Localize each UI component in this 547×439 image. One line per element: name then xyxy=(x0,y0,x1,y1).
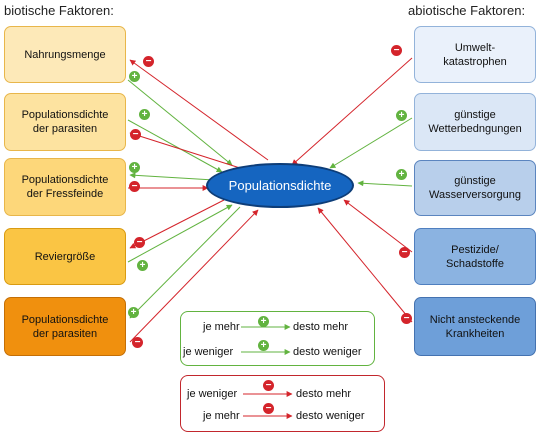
arrow-parasiten2-minus xyxy=(129,209,259,343)
minus-sign-icon: − xyxy=(143,56,154,67)
legend-neg-row1-left: je weniger xyxy=(187,388,238,400)
plus-sign-icon: + xyxy=(396,110,407,121)
arrow-parasiten1-minus xyxy=(129,131,241,169)
arrow-parasiten2-plus xyxy=(129,206,241,319)
arrow-fressfeinde-plus xyxy=(129,172,215,181)
minus-sign-icon: − xyxy=(130,129,141,140)
plus-sign-icon: + xyxy=(128,307,139,318)
legend-positive-correlation xyxy=(180,311,375,366)
minus-sign-icon: − xyxy=(263,380,274,391)
minus-sign-icon: − xyxy=(134,237,145,248)
minus-sign-icon: − xyxy=(391,45,402,56)
arrow-parasiten1-plus xyxy=(127,119,223,173)
header-abiotic: abiotische Faktoren: xyxy=(408,3,526,18)
arrow-nahrung-minus xyxy=(129,59,269,161)
plus-sign-icon: + xyxy=(139,109,150,120)
legend-pos-row1-right: desto mehr xyxy=(293,321,349,333)
factor-umweltkatastrophen: Umwelt-katastrophen xyxy=(414,26,536,83)
minus-sign-icon: − xyxy=(401,313,412,324)
plus-sign-icon: + xyxy=(137,260,148,271)
minus-sign-icon: − xyxy=(399,247,410,258)
legend-neg-row2-right: desto weniger xyxy=(296,410,365,422)
arrow-krankheiten xyxy=(317,207,413,323)
arrow-nahrung-plus xyxy=(127,79,233,166)
legend-neg-row1-right: desto mehr xyxy=(296,388,352,400)
plus-sign-icon: + xyxy=(129,162,140,173)
legend-pos-row2-right: desto weniger xyxy=(293,346,362,358)
legend-neg-row2-left: je mehr xyxy=(203,410,240,422)
arrow-katastrophen xyxy=(291,57,413,166)
plus-sign-icon: + xyxy=(258,340,269,351)
factor-pestizide-schadstoffe: Pestizide/Schadstoffe xyxy=(414,228,536,285)
plus-sign-icon: + xyxy=(258,316,269,327)
center-populationsdichte: Populationsdichte xyxy=(206,163,354,208)
legend-pos-row1-left: je mehr xyxy=(203,321,240,333)
legend-negative-correlation xyxy=(180,375,385,432)
minus-sign-icon: − xyxy=(263,403,274,414)
header-biotic: biotische Faktoren: xyxy=(4,3,114,18)
arrow-wetter xyxy=(329,117,413,169)
factor-nahrungsmenge: Nahrungsmenge xyxy=(4,26,126,83)
arrow-pestizide xyxy=(343,199,413,253)
plus-sign-icon: + xyxy=(129,71,140,82)
arrow-revier-plus xyxy=(127,204,233,263)
factor-reviergroesse: Reviergröße xyxy=(4,228,126,285)
minus-sign-icon: − xyxy=(129,181,140,192)
arrow-wasser xyxy=(357,180,413,187)
minus-sign-icon: − xyxy=(132,337,143,348)
legend-pos-row2-left: je weniger xyxy=(183,346,234,358)
arrow-revier-minus xyxy=(129,199,225,249)
plus-sign-icon: + xyxy=(396,169,407,180)
